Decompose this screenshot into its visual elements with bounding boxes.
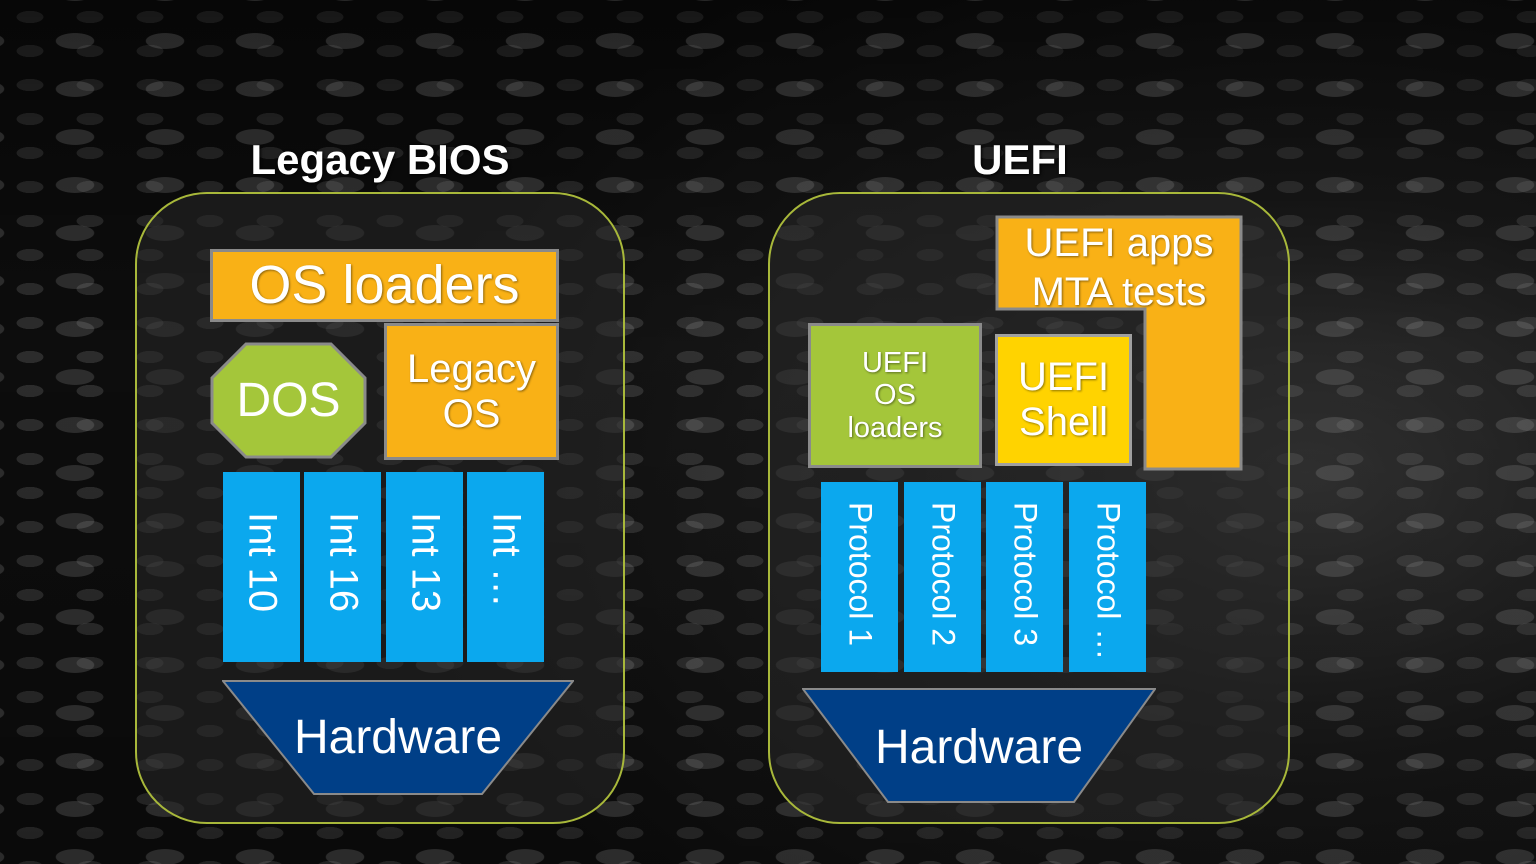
legacy-bios-title: Legacy BIOS bbox=[250, 136, 510, 183]
uefi-hardware-label: Hardware bbox=[874, 721, 1084, 774]
interrupt-int-16: Int 16 bbox=[304, 472, 381, 662]
protocol-2: Protocol 2 bbox=[904, 482, 981, 672]
trapezoid-shape bbox=[220, 680, 576, 795]
protocol-label: Protocol 2 bbox=[925, 502, 961, 647]
protocol-1: Protocol 1 bbox=[821, 482, 898, 672]
l-shape bbox=[995, 215, 1243, 471]
os-loaders-box: OS loaders bbox=[210, 249, 559, 322]
protocol-3: Protocol 3 bbox=[986, 482, 1063, 672]
legacy-hardware-label: Hardware bbox=[293, 711, 503, 764]
interrupt-int-13: Int 13 bbox=[386, 472, 463, 662]
uefi-apps-line-1: UEFI apps bbox=[1024, 221, 1214, 265]
protocol-label: Protocol 3 bbox=[1007, 502, 1043, 647]
uefi-shell-line-2: Shell bbox=[1019, 400, 1108, 444]
uefi-shell-box: UEFI Shell bbox=[995, 334, 1132, 466]
uefi-apps-line-2: MTA tests bbox=[1031, 269, 1207, 314]
dos-octagon: DOS bbox=[210, 342, 367, 459]
uefi-apps-box: UEFI apps MTA tests bbox=[995, 215, 1243, 471]
interrupt-label: Int 10 bbox=[240, 512, 284, 613]
octagon-shape bbox=[210, 342, 367, 459]
legacy-os-line-1: Legacy bbox=[407, 346, 536, 391]
interrupt-label: Int 13 bbox=[403, 512, 447, 613]
interrupt-int-more: Int … bbox=[467, 472, 544, 662]
uefi-shell-line-1: UEFI bbox=[1017, 355, 1110, 400]
interrupt-int-10: Int 10 bbox=[223, 472, 300, 662]
uefi-title: UEFI bbox=[972, 136, 1068, 183]
uefi-hardware-trapezoid: Hardware bbox=[800, 688, 1157, 803]
uefi-os-loaders-line-3: loaders bbox=[847, 411, 943, 444]
protocol-label: Protocol … bbox=[1090, 502, 1126, 661]
protocol-label: Protocol 1 bbox=[842, 502, 878, 647]
protocol-more: Protocol … bbox=[1069, 482, 1146, 672]
interrupt-label: Int 16 bbox=[321, 512, 365, 613]
trapezoid-shape bbox=[800, 688, 1157, 803]
uefi-os-loaders-line-1: UEFI bbox=[861, 346, 929, 379]
uefi-os-loaders-line-2: OS bbox=[874, 379, 916, 412]
legacy-hardware-trapezoid: Hardware bbox=[220, 680, 576, 795]
legacy-os-box: Legacy OS bbox=[384, 323, 559, 460]
uefi-os-loaders-box: UEFI OS loaders bbox=[808, 323, 982, 468]
os-loaders-label: OS loaders bbox=[249, 255, 520, 316]
legacy-os-line-2: OS bbox=[442, 391, 501, 436]
dos-label: DOS bbox=[236, 374, 341, 427]
interrupt-label: Int … bbox=[484, 512, 528, 608]
